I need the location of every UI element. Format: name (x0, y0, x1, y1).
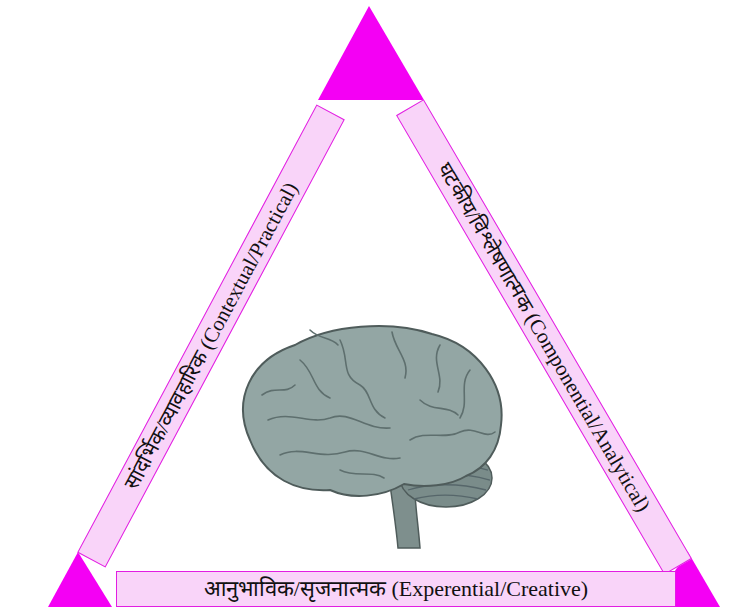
band-label: आनुभाविक/सृजनात्मक (Experential/Creative… (204, 573, 588, 605)
brain-gyri (262, 330, 495, 478)
brain-illustration (243, 326, 501, 548)
intelligence-band: आनुभाविक/सृजनात्मक (Experential/Creative… (116, 571, 676, 607)
apex-corner (318, 6, 424, 100)
intelligence-band: सांदर्भिक/व्यावहारिक (Contextual/Practic… (77, 104, 345, 567)
corner-pieces (48, 6, 720, 607)
cerebrum (243, 326, 501, 496)
